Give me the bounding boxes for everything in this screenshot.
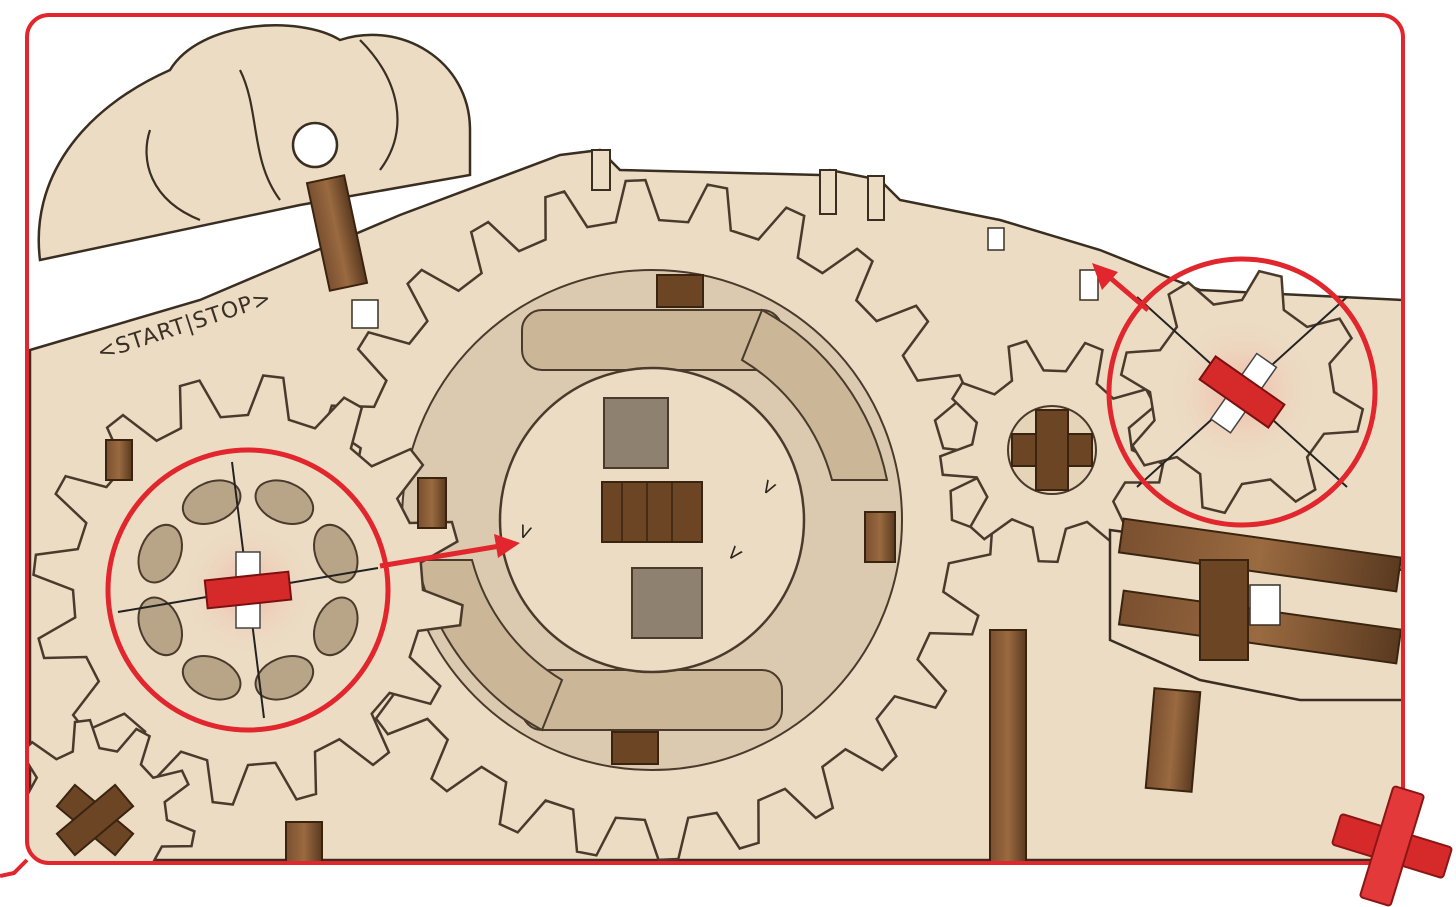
right-callout-gear: [1109, 259, 1375, 525]
